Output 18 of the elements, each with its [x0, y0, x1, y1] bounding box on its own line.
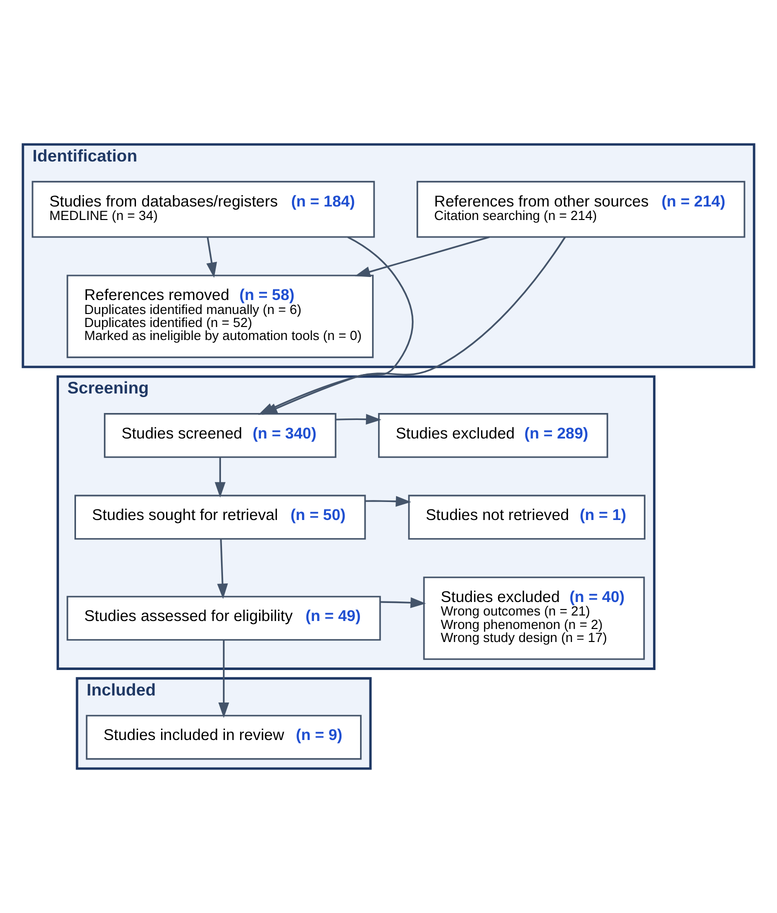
node-box: References removed (n = 58) Duplicates identified manually (n = 6) Duplicates identified (n = 52) Marked as ineligible by automation tools (n = 0): [66, 274, 374, 358]
node-box: References from other sources (n = 214) Citation searching (n = 214): [416, 180, 746, 238]
arrow: [214, 458, 226, 498]
arrow: [206, 237, 217, 278]
arrow: [354, 236, 490, 278]
node-box: Studies excluded (n = 289): [378, 413, 608, 458]
node-box: Studies included in review (n = 9): [86, 714, 362, 760]
arrow: [336, 414, 382, 425]
node-box: Studies not retrieved (n = 1): [408, 494, 646, 540]
node-box: Studies excluded (n = 40) Wrong outcomes (n = 21) Wrong phenomenon (n = 2) Wrong study design (n = 17): [423, 576, 645, 660]
node-box: Studies screened (n = 340): [104, 413, 336, 458]
arrow: [217, 539, 228, 600]
arrow: [365, 496, 412, 507]
node-box: Studies assessed for eligibility (n = 49): [66, 596, 381, 641]
node-box: Studies sought for retrieval (n = 50): [74, 494, 366, 540]
arrow: [218, 640, 230, 718]
arrow: [380, 597, 426, 608]
node-box: Studies from databases/registers (n = 184) MEDLINE (n = 34): [32, 180, 375, 238]
